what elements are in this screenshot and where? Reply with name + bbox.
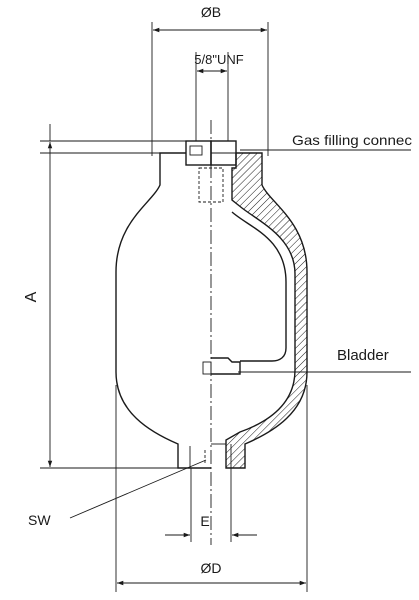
bladder-outline	[231, 211, 287, 362]
dimension-thread: 5/8"UNF	[194, 52, 244, 141]
gas-filling-label: Gas filling connec	[292, 132, 412, 148]
dim-b-label: ØB	[201, 4, 221, 20]
accumulator-body	[115, 152, 308, 469]
dim-a-label: A	[23, 291, 40, 302]
dim-d-label: ØD	[201, 560, 222, 576]
dimension-a: A	[23, 124, 186, 469]
dimension-e: E	[165, 444, 257, 542]
body-left-outline	[115, 152, 211, 469]
gas-valve-hex-face	[189, 145, 203, 156]
dim-e-label: E	[200, 513, 209, 529]
poppet-valve-left	[202, 361, 212, 375]
sw-leader	[69, 459, 207, 519]
body-right-wall-section	[225, 152, 308, 469]
poppet-valve	[211, 357, 241, 375]
gas-valve	[185, 140, 237, 203]
gas-valve-hidden-stem	[198, 167, 224, 203]
fluid-port	[189, 443, 226, 468]
thread-label: 5/8"UNF	[194, 52, 243, 67]
dimension-b: ØB	[151, 4, 269, 156]
sw-callout: SW	[28, 459, 207, 528]
bladder-label: Bladder	[337, 347, 389, 364]
gas-filling-callout: Gas filling connec	[240, 132, 412, 151]
bladder-callout: Bladder	[238, 347, 411, 373]
sw-label: SW	[28, 512, 51, 528]
dimension-d: ØD	[115, 385, 308, 592]
